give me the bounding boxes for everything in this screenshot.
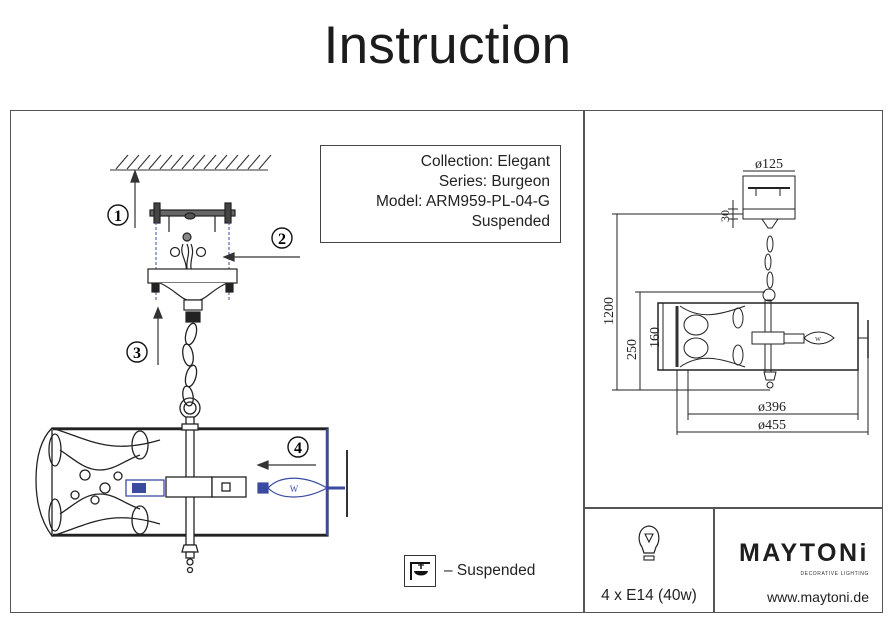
hatch-mark	[203, 154, 217, 170]
light-bulb-icon	[638, 525, 660, 561]
hatch-mark	[247, 154, 261, 170]
svg-text:1: 1	[114, 208, 122, 225]
dim-canopy-width: ø125	[755, 157, 783, 172]
hatch-mark	[159, 154, 173, 170]
bulb-spec: 4 x E14 (40w)	[601, 587, 697, 604]
dim-total-height: 1200	[602, 297, 617, 325]
bulb-holder	[125, 476, 247, 498]
step-2-marker: 2	[271, 227, 293, 249]
dim-shade-height: 160	[648, 327, 663, 348]
dim-body-height: 250	[625, 339, 640, 360]
legend-label: – Suspended	[444, 562, 536, 579]
hatch-mark	[115, 154, 129, 170]
brand-tagline: DECORATIVE LIGHTING	[800, 571, 869, 577]
step-3-arrow	[153, 306, 163, 365]
svg-text:4: 4	[294, 440, 302, 457]
divider-vertical	[583, 110, 585, 613]
hatch-mark	[192, 154, 206, 170]
series-label: Series: Burgeon	[438, 173, 550, 190]
dim-shade-width: ø396	[758, 400, 786, 415]
brand-url[interactable]: www.maytoni.de	[767, 589, 869, 605]
bulb-spec-cell: 4 x E14 (40w)	[585, 509, 713, 613]
hatch-mark	[148, 154, 162, 170]
product-info-box: Collection: Elegant Series: Burgeon Mode…	[320, 145, 561, 243]
hatch-mark	[126, 154, 140, 170]
ceiling-hatch	[110, 154, 272, 171]
brand-logo: MAYTONi	[738, 539, 869, 567]
instruction-frame	[10, 110, 883, 613]
dim-canopy-height: 30	[718, 210, 732, 222]
chain	[179, 322, 201, 419]
hatch-mark	[170, 154, 184, 170]
dim-total-width: ø455	[758, 418, 786, 433]
hatch-mark	[137, 154, 151, 170]
svg-text:2: 2	[278, 231, 286, 248]
hatch-mark	[181, 154, 195, 170]
page-title: Instruction	[323, 16, 572, 75]
suspended-ceiling-icon	[404, 555, 436, 587]
svg-text:W: W	[815, 337, 821, 343]
divider-horizontal	[583, 507, 883, 509]
step-4-marker: 4	[287, 436, 309, 458]
dimension-drawing: W ø125 30 1200 250 160 ø396 ø455	[602, 157, 869, 435]
model-label: Model: ARM959-PL-04-G	[375, 193, 550, 210]
hatch-mark	[236, 154, 250, 170]
divider-footer	[713, 507, 715, 613]
step-2-arrow	[222, 252, 300, 262]
mount-legend: – Suspended	[404, 555, 535, 587]
type-label: Suspended	[471, 213, 550, 230]
step-1-marker: 1	[107, 204, 129, 226]
svg-text:3: 3	[133, 345, 141, 362]
brand-cell: MAYTONi DECORATIVE LIGHTING www.maytoni.…	[715, 509, 883, 613]
collection-label: Collection: Elegant	[420, 153, 550, 170]
hatch-mark	[258, 154, 272, 170]
mounting-bracket	[149, 202, 236, 276]
canopy	[147, 268, 238, 323]
step-3-marker: 3	[126, 341, 148, 363]
installation-diagram: 1 2 3	[35, 154, 348, 574]
step-1-arrow	[130, 169, 140, 228]
bulb: W	[257, 477, 345, 498]
hatch-mark	[225, 154, 239, 170]
svg-text:W: W	[290, 484, 299, 494]
hatch-mark	[214, 154, 228, 170]
step-4-arrow	[256, 460, 316, 470]
